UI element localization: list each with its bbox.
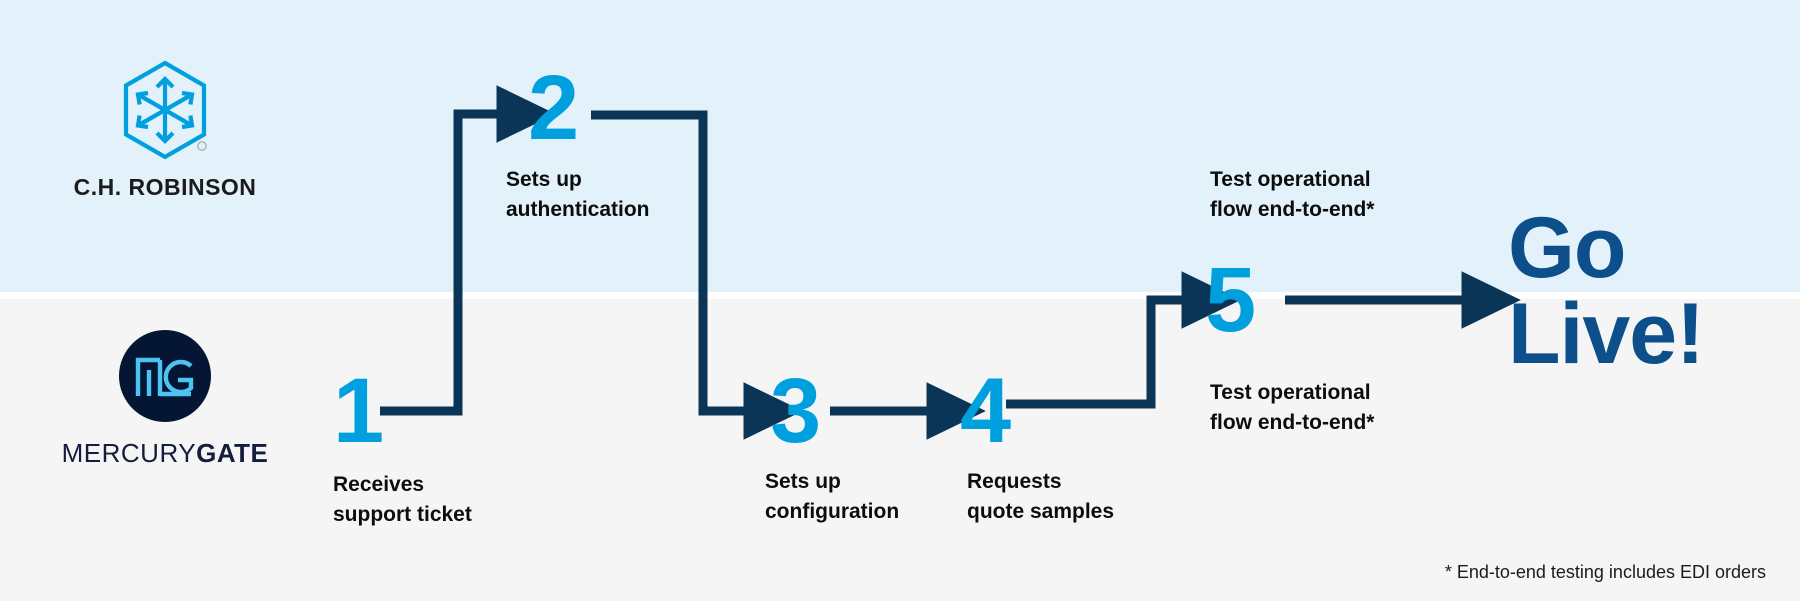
step-number-4: 4 (960, 360, 1012, 462)
swimlane-divider (0, 292, 1800, 299)
connector-4-to-5 (1006, 271, 1241, 409)
step-label-5-above: Test operational flow end-to-end* (1210, 168, 1375, 221)
step-label-2: Sets up authentication (506, 168, 650, 221)
swimlane-chr-background (0, 0, 1800, 292)
mercurygate-logo-circle (119, 330, 211, 422)
mg-monogram-icon (135, 357, 194, 397)
step-label-5-below: Test operational flow end-to-end* (1210, 381, 1375, 434)
mercurygate-wordmark-light: MERCURY (61, 438, 197, 468)
logo-mercurygate: MERCURYGATE (45, 330, 285, 469)
step-label-1: Receives support ticket (333, 473, 472, 526)
connector-2-to-3 (591, 110, 803, 440)
ch-robinson-wordmark: C.H. ROBINSON (73, 174, 257, 200)
go-live-callout: Go Live! (1508, 200, 1705, 382)
swimlane-mercurygate-background (0, 299, 1800, 601)
step-number-5: 5 (1205, 249, 1257, 351)
step-number-1: 1 (333, 360, 385, 462)
registered-trademark-icon (197, 141, 207, 151)
mercurygate-wordmark-bold: GATE (196, 438, 269, 468)
step-number-2: 2 (528, 57, 580, 159)
step-label-3: Sets up configuration (765, 470, 900, 523)
mercurygate-wordmark: MERCURYGATE (45, 438, 285, 469)
hexagon-arrows-icon (123, 60, 207, 160)
footnote-text: * End-to-end testing includes EDI orders (1444, 562, 1766, 582)
step-label-4: Requests quote samples (967, 470, 1115, 523)
step-number-3: 3 (770, 360, 822, 462)
connector-1-to-2 (380, 85, 556, 416)
logo-ch-robinson: C.H. ROBINSON (45, 60, 285, 201)
